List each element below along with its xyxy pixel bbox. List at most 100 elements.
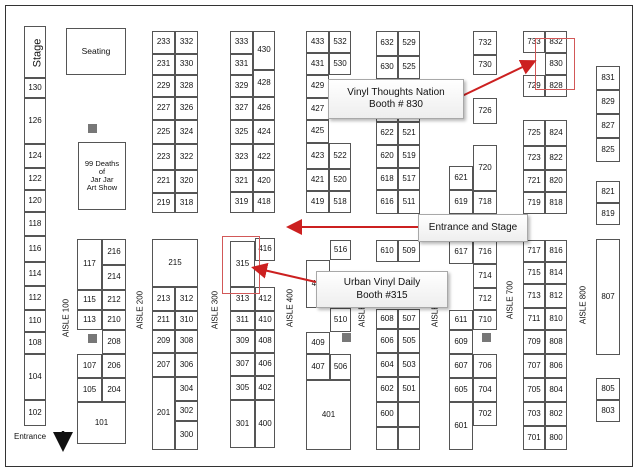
callout-line: Booth # 830 bbox=[369, 99, 423, 110]
booth-402: 402 bbox=[255, 376, 275, 400]
booth-806: 806 bbox=[545, 354, 567, 378]
booth-416: 416 bbox=[255, 238, 275, 261]
booth-532: 532 bbox=[329, 31, 351, 53]
booth-323: 323 bbox=[230, 144, 253, 170]
booth-120: 120 bbox=[24, 190, 46, 212]
booth-808: 808 bbox=[545, 330, 567, 354]
booth-802: 802 bbox=[545, 402, 567, 426]
booth-420: 420 bbox=[253, 170, 275, 192]
entrance-label: Entrance bbox=[14, 432, 47, 441]
booth-130: 130 bbox=[24, 78, 46, 98]
booth-711: 711 bbox=[523, 308, 545, 330]
booth-506: 506 bbox=[330, 354, 351, 380]
booth-503: 503 bbox=[398, 353, 420, 377]
booth-602: 602 bbox=[376, 377, 398, 402]
booth-810: 810 bbox=[545, 308, 567, 330]
booth-812: 812 bbox=[545, 284, 567, 308]
booth-212: 212 bbox=[102, 290, 126, 310]
booth-519: 519 bbox=[398, 145, 420, 168]
booth-827: 827 bbox=[596, 114, 620, 138]
booth-702: 702 bbox=[473, 402, 497, 426]
booth-828: 828 bbox=[545, 75, 567, 97]
booth-304: 304 bbox=[175, 377, 198, 401]
booth-721: 721 bbox=[523, 170, 545, 192]
booth-426: 426 bbox=[253, 97, 275, 120]
booth-822: 822 bbox=[545, 146, 567, 170]
callout-vinyl-thoughts: Vinyl Thoughts Nation Booth # 830 bbox=[328, 79, 464, 119]
booth-825: 825 bbox=[596, 138, 620, 162]
booth-832: 832 bbox=[545, 31, 567, 53]
booth-225: 225 bbox=[152, 120, 175, 144]
booth-622: 622 bbox=[376, 122, 398, 145]
booth-215: 215 bbox=[152, 239, 198, 287]
booth-208: 208 bbox=[102, 330, 126, 354]
booth-201: 201 bbox=[152, 377, 175, 450]
booth-805: 805 bbox=[596, 378, 620, 400]
booth-829: 829 bbox=[596, 90, 620, 114]
booth-620: 620 bbox=[376, 145, 398, 168]
booth-315: 315 bbox=[230, 241, 255, 287]
booth-327: 327 bbox=[230, 97, 253, 120]
map-frame bbox=[5, 5, 633, 467]
booth-122: 122 bbox=[24, 168, 46, 190]
booth-425: 425 bbox=[306, 120, 329, 143]
booth-632: 632 bbox=[376, 31, 398, 56]
arrow-to-booth-315 bbox=[251, 262, 317, 283]
booth-block bbox=[398, 402, 420, 427]
booth-204: 204 bbox=[102, 378, 126, 402]
booth-419: 419 bbox=[306, 191, 329, 213]
booth-108: 108 bbox=[24, 332, 46, 354]
pillar bbox=[482, 333, 491, 342]
seating-area: Seating bbox=[66, 28, 126, 75]
booth-114: 114 bbox=[24, 262, 46, 286]
booth-214: 214 bbox=[102, 265, 126, 290]
booth-511: 511 bbox=[398, 190, 420, 214]
booth-216: 216 bbox=[102, 239, 126, 265]
pillar bbox=[88, 334, 97, 343]
booth-830: 830 bbox=[545, 53, 567, 75]
booth-126: 126 bbox=[24, 98, 46, 144]
booth-401: 401 bbox=[306, 380, 351, 450]
booth-410: 410 bbox=[255, 311, 275, 330]
booth-227: 227 bbox=[152, 97, 175, 120]
booth-321: 321 bbox=[230, 170, 253, 192]
booth-112: 112 bbox=[24, 286, 46, 310]
booth-409: 409 bbox=[306, 332, 330, 354]
booth-424: 424 bbox=[253, 120, 275, 144]
booth-309: 309 bbox=[230, 330, 255, 353]
booth-207: 207 bbox=[152, 353, 175, 377]
booth-701: 701 bbox=[523, 426, 545, 450]
booth-209: 209 bbox=[152, 330, 175, 353]
booth-332: 332 bbox=[175, 31, 198, 54]
booth-329: 329 bbox=[230, 75, 253, 97]
booth-814: 814 bbox=[545, 262, 567, 284]
booth-510: 510 bbox=[330, 308, 351, 332]
booth-530: 530 bbox=[329, 53, 351, 75]
booth-102: 102 bbox=[24, 400, 46, 426]
booth-418: 418 bbox=[253, 192, 275, 213]
booth-609: 609 bbox=[449, 330, 473, 354]
booth-509: 509 bbox=[398, 240, 420, 262]
booth-312: 312 bbox=[175, 287, 198, 311]
booth-706: 706 bbox=[473, 354, 497, 378]
booth-621: 621 bbox=[449, 166, 473, 190]
booth-308: 308 bbox=[175, 330, 198, 353]
pillar bbox=[88, 124, 97, 133]
callout-urban-vinyl: Urban Vinyl Daily Booth #315 bbox=[316, 271, 448, 308]
booth-713: 713 bbox=[523, 284, 545, 308]
booth-301: 301 bbox=[230, 400, 255, 448]
booth-118: 118 bbox=[24, 212, 46, 236]
booth-115: 115 bbox=[77, 290, 102, 310]
booth-116: 116 bbox=[24, 236, 46, 262]
booth-607: 607 bbox=[449, 354, 473, 378]
booth-529: 529 bbox=[398, 31, 420, 56]
booth-600: 600 bbox=[376, 402, 398, 427]
booth-313: 313 bbox=[230, 287, 255, 311]
booth-407: 407 bbox=[306, 354, 330, 380]
booth-619: 619 bbox=[449, 190, 473, 214]
booth-305: 305 bbox=[230, 376, 255, 400]
booth-605: 605 bbox=[449, 378, 473, 402]
booth-705: 705 bbox=[523, 378, 545, 402]
